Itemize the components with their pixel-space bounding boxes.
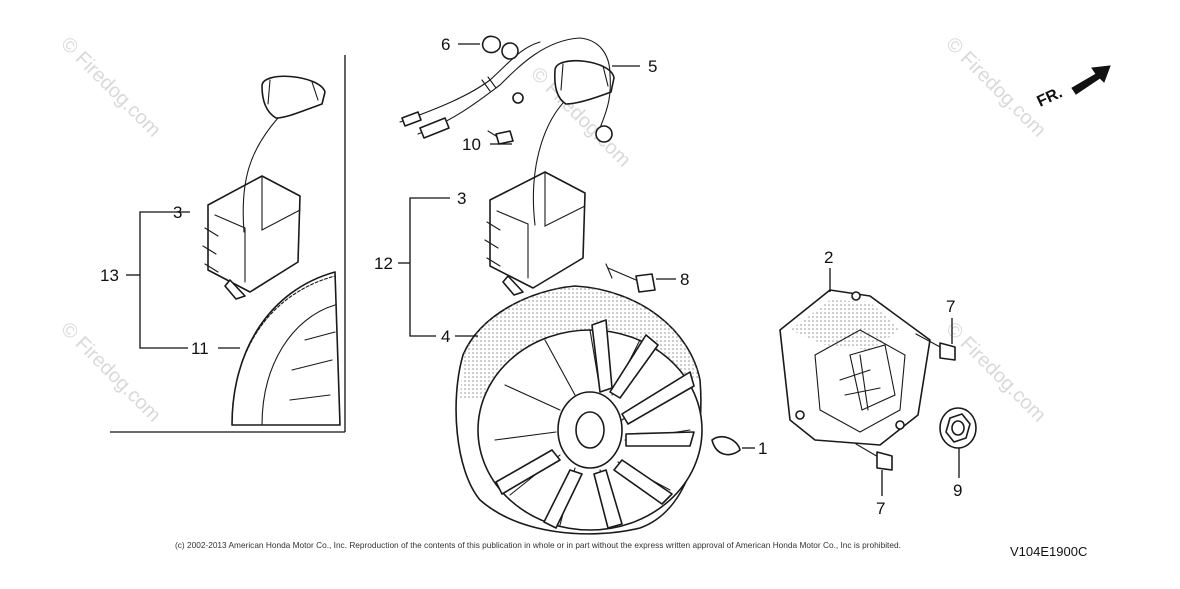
direction-arrow: FR. — [1035, 65, 1111, 111]
leader-lines — [126, 43, 960, 496]
callout-8: 8 — [680, 270, 689, 289]
bolt-7-lower — [855, 443, 893, 471]
callout-5: 5 — [648, 57, 657, 76]
callout-9: 9 — [953, 481, 962, 500]
callout-10: 10 — [462, 135, 481, 154]
inset-ignition-coil — [202, 75, 326, 300]
callout-3-inset: 3 — [173, 203, 182, 222]
diagram-code: V104E1900C — [1010, 544, 1087, 559]
watermark-top-left: © Firedog.com — [56, 33, 165, 142]
direction-arrow-icon — [1071, 65, 1111, 95]
callout-3-main: 3 — [457, 189, 466, 208]
copyright-notice: (c) 2002-2013 American Honda Motor Co., … — [175, 540, 901, 550]
wire-harness — [399, 37, 613, 143]
watermark-mid-left: © Firedog.com — [56, 318, 165, 427]
callout-12: 12 — [374, 254, 393, 273]
flywheel — [455, 285, 703, 535]
bolt-8 — [605, 263, 656, 293]
hose-clamp — [481, 35, 502, 54]
callout-7-upper: 7 — [946, 297, 955, 316]
direction-label: FR. — [1035, 84, 1066, 110]
woodruff-key — [711, 435, 741, 456]
callout-1: 1 — [758, 439, 767, 458]
inset-flywheel-ring-gear — [231, 271, 341, 426]
watermark-top-right: © Firedog.com — [941, 33, 1050, 142]
callout-11: 11 — [191, 339, 209, 358]
fan-cover — [779, 289, 931, 446]
callout-2: 2 — [824, 248, 833, 267]
callout-4: 4 — [441, 327, 450, 346]
bolt-10 — [487, 130, 514, 145]
callout-6: 6 — [441, 35, 450, 54]
main-ignition-coil — [484, 59, 615, 296]
bolt-7-upper — [915, 333, 956, 361]
callout-7-lower: 7 — [876, 499, 885, 518]
callout-labels: 1 2 3 3 4 5 6 7 7 8 9 10 11 12 13 — [100, 35, 962, 518]
flange-nut — [939, 407, 977, 449]
callout-13: 13 — [100, 266, 119, 285]
